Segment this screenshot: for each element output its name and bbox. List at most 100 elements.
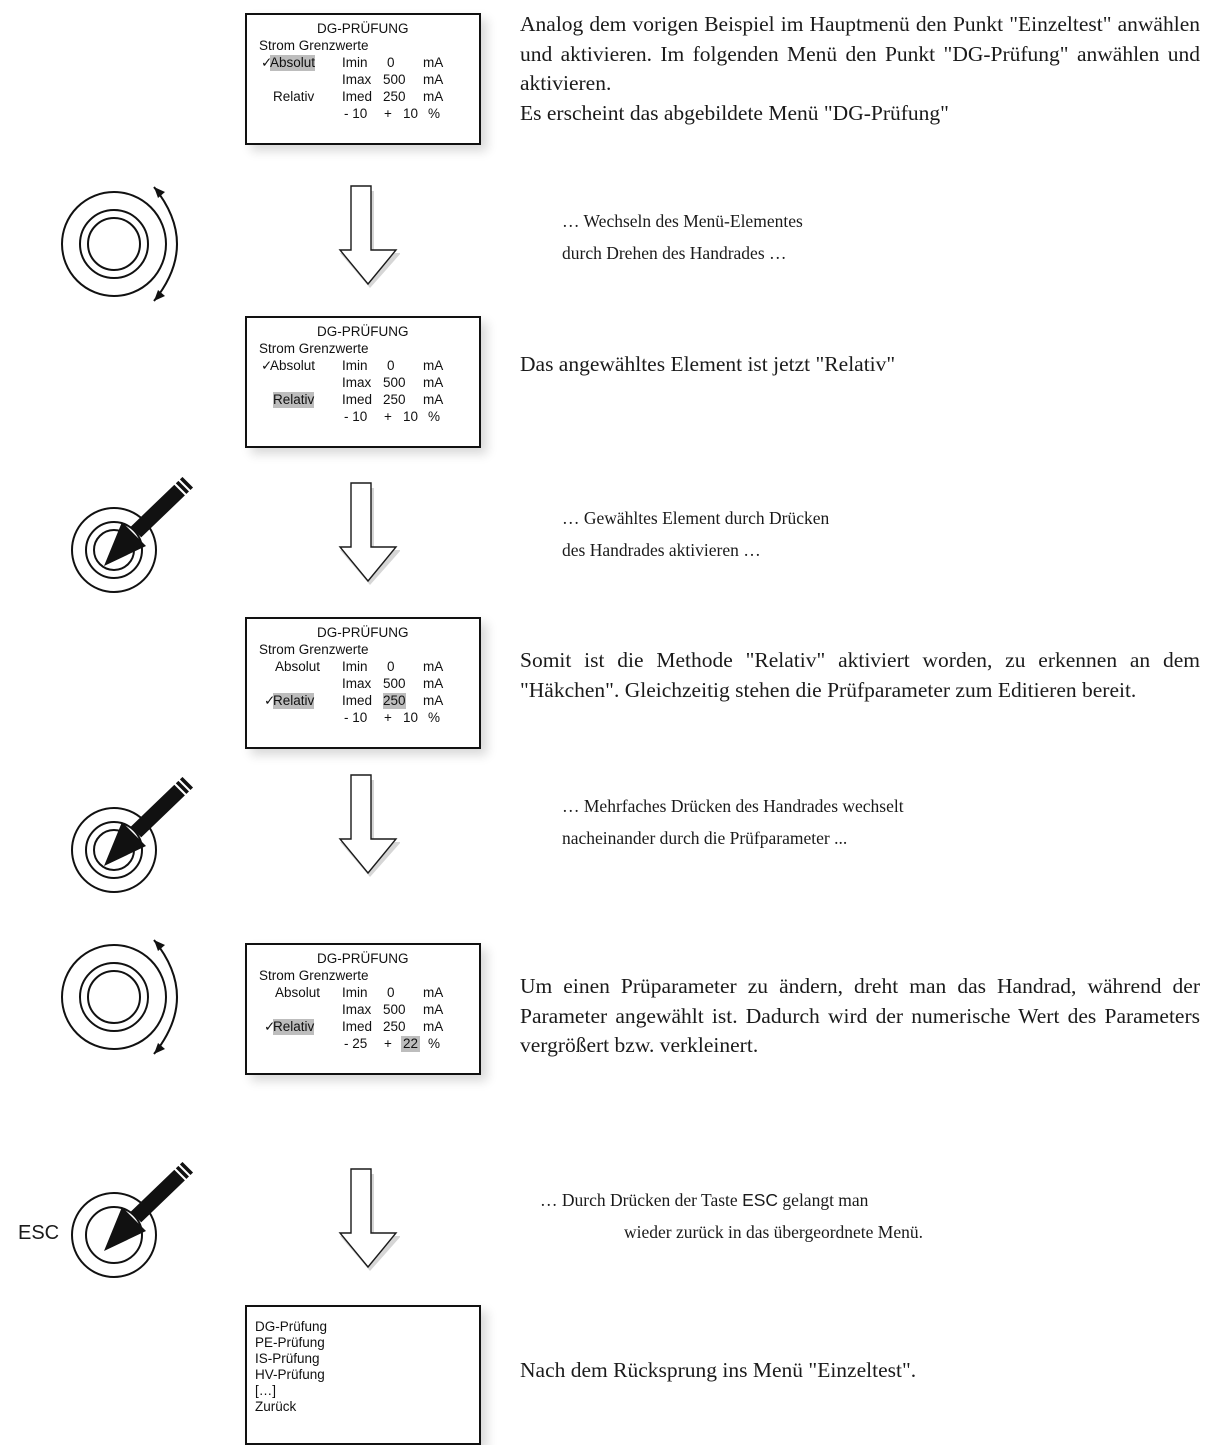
down-arrow-icon: [338, 482, 400, 585]
label-imed: Imed: [342, 89, 373, 104]
handwheel-press-icon: [71, 772, 197, 893]
screen-title: DG-PRÜFUNG: [317, 951, 409, 966]
unit-imax: mA: [423, 375, 444, 390]
paragraph-return-menu: Nach dem Rücksprung ins Menü "Einzeltest…: [520, 1358, 917, 1382]
label-imin: Imin: [342, 985, 368, 1000]
tolerance-minus: - 10: [344, 710, 368, 725]
step-text: wieder zurück in das übergeordnete Menü.: [624, 1222, 924, 1242]
paragraph-intro-line1: Analog dem vorigen Beispiel im Hauptmenü…: [520, 12, 1200, 95]
paragraph-relativ-selected: Das angewähltes Element ist jetzt "Relat…: [520, 352, 896, 376]
option-relativ: Relativ: [273, 693, 315, 709]
value-imax: 500: [383, 1002, 406, 1017]
label-imin: Imin: [342, 358, 368, 373]
tolerance-plus-sign: +: [384, 710, 392, 725]
option-absolut: Absolut: [270, 55, 316, 71]
menu-item-hv-pruefung: HV-Prüfung: [255, 1367, 325, 1382]
down-arrow-icon: [338, 185, 400, 288]
menu-item-is-pruefung: IS-Prüfung: [255, 1351, 320, 1366]
unit-imin: mA: [423, 55, 444, 70]
screen-subtitle: Strom Grenzwerte: [259, 38, 369, 53]
step-text: … Gewähltes Element durch Drücken: [562, 508, 830, 528]
check-mark-relativ: ✓: [264, 693, 276, 708]
tolerance-plus-sign: +: [384, 409, 392, 424]
screen-title: DG-PRÜFUNG: [317, 21, 409, 36]
lcd-screen-einzeltest-menu: DG-Prüfung PE-Prüfung IS-Prüfung HV-Prüf…: [245, 1305, 481, 1445]
label-imax: Imax: [342, 676, 372, 691]
esc-key-name: ESC: [742, 1190, 779, 1210]
tolerance-minus: - 25: [344, 1036, 368, 1051]
tolerance-minus: - 10: [344, 106, 368, 121]
tolerance-percent: %: [428, 1036, 441, 1051]
tolerance-percent: %: [428, 106, 441, 121]
tolerance-plus: 10: [403, 710, 419, 725]
paragraph-change-parameter: Um einen Prüparameter zu ändern, dreht m…: [520, 974, 1200, 1057]
step-turn-select: … Wechseln des Menü-Elementes durch Dreh…: [562, 205, 1182, 269]
label-imax: Imax: [342, 1002, 372, 1017]
label-imax: Imax: [342, 375, 372, 390]
menu-item-dg-pruefung: DG-Prüfung: [255, 1319, 328, 1334]
value-imax: 500: [383, 375, 406, 390]
step-press-cycle-parameters: … Mehrfaches Drücken des Handrades wechs…: [562, 790, 1182, 854]
step-press-esc: … Durch Drücken der Taste ESC gelangt ma…: [540, 1184, 1160, 1248]
tolerance-percent: %: [428, 710, 441, 725]
handwheel-turn-icon: [61, 939, 178, 1055]
option-relativ: Relativ: [273, 1019, 315, 1035]
unit-imin: mA: [423, 358, 444, 373]
screen-title: DG-PRÜFUNG: [317, 625, 409, 640]
value-imed: 250: [383, 693, 406, 709]
step-text: des Handrades aktivieren …: [562, 540, 761, 560]
screen-subtitle: Strom Grenzwerte: [259, 341, 369, 356]
label-imed: Imed: [342, 392, 373, 407]
label-imed: Imed: [342, 1019, 373, 1034]
value-imin: 0: [387, 358, 395, 373]
step-press-activate: … Gewähltes Element durch Drücken des Ha…: [562, 502, 1182, 566]
option-absolut: Absolut: [275, 659, 321, 674]
unit-imax: mA: [423, 1002, 444, 1017]
tolerance-percent: %: [428, 409, 441, 424]
value-imin: 0: [387, 659, 395, 674]
label-imin: Imin: [342, 659, 368, 674]
unit-imin: mA: [423, 659, 444, 674]
unit-imax: mA: [423, 72, 444, 87]
value-imed: 250: [383, 392, 406, 407]
tolerance-plus: 10: [403, 106, 419, 121]
step-text: nacheinander durch die Prüfparameter ...: [562, 828, 848, 848]
lcd-screen-dg-pruefung-3: DG-PRÜFUNG Strom Grenzwerte Absolut Imin…: [245, 617, 481, 749]
lcd-screen-dg-pruefung-4: DG-PRÜFUNG Strom Grenzwerte Absolut Imin…: [245, 943, 481, 1075]
value-imax: 500: [383, 72, 406, 87]
value-imin: 0: [387, 55, 395, 70]
value-imin: 0: [387, 985, 395, 1000]
tolerance-plus-sign: +: [384, 1036, 392, 1051]
handwheel-press-icon: [71, 472, 197, 593]
menu-item-ellipsis: […]: [255, 1383, 277, 1398]
handwheel-press-icon: [71, 1157, 197, 1278]
value-imed: 250: [383, 89, 406, 104]
label-imin: Imin: [342, 55, 368, 70]
menu-item-pe-pruefung: PE-Prüfung: [255, 1335, 325, 1350]
down-arrow-icon: [338, 1168, 400, 1271]
tolerance-minus: - 10: [344, 409, 368, 424]
paragraph-intro-line2: Es erscheint das abgebildete Menü "DG-Pr…: [520, 100, 949, 125]
value-imax: 500: [383, 676, 406, 691]
unit-imin: mA: [423, 985, 444, 1000]
step-text: … Wechseln des Menü-Elementes: [562, 211, 803, 231]
step-text: … Durch Drücken der Taste: [540, 1190, 743, 1210]
step-text: gelangt man: [778, 1190, 869, 1210]
handwheel-turn-icon: [61, 186, 178, 302]
check-mark-absolut: ✓: [261, 358, 273, 373]
tolerance-plus: 10: [403, 409, 419, 424]
lcd-screen-dg-pruefung-2: DG-PRÜFUNG Strom Grenzwerte ✓ Absolut Im…: [245, 316, 481, 448]
tolerance-plus-sign: +: [384, 106, 392, 121]
unit-imed: mA: [423, 1019, 444, 1034]
option-absolut: Absolut: [270, 358, 316, 373]
option-relativ: Relativ: [273, 392, 315, 408]
unit-imax: mA: [423, 676, 444, 691]
option-absolut: Absolut: [275, 985, 321, 1000]
label-imed: Imed: [342, 693, 373, 708]
unit-imed: mA: [423, 693, 444, 708]
label-imax: Imax: [342, 72, 372, 87]
unit-imed: mA: [423, 89, 444, 104]
paragraph-relativ-activated: Somit ist die Methode "Relativ" aktivier…: [520, 648, 1200, 702]
step-text: durch Drehen des Handrades …: [562, 243, 787, 263]
check-mark-relativ: ✓: [264, 1019, 276, 1034]
